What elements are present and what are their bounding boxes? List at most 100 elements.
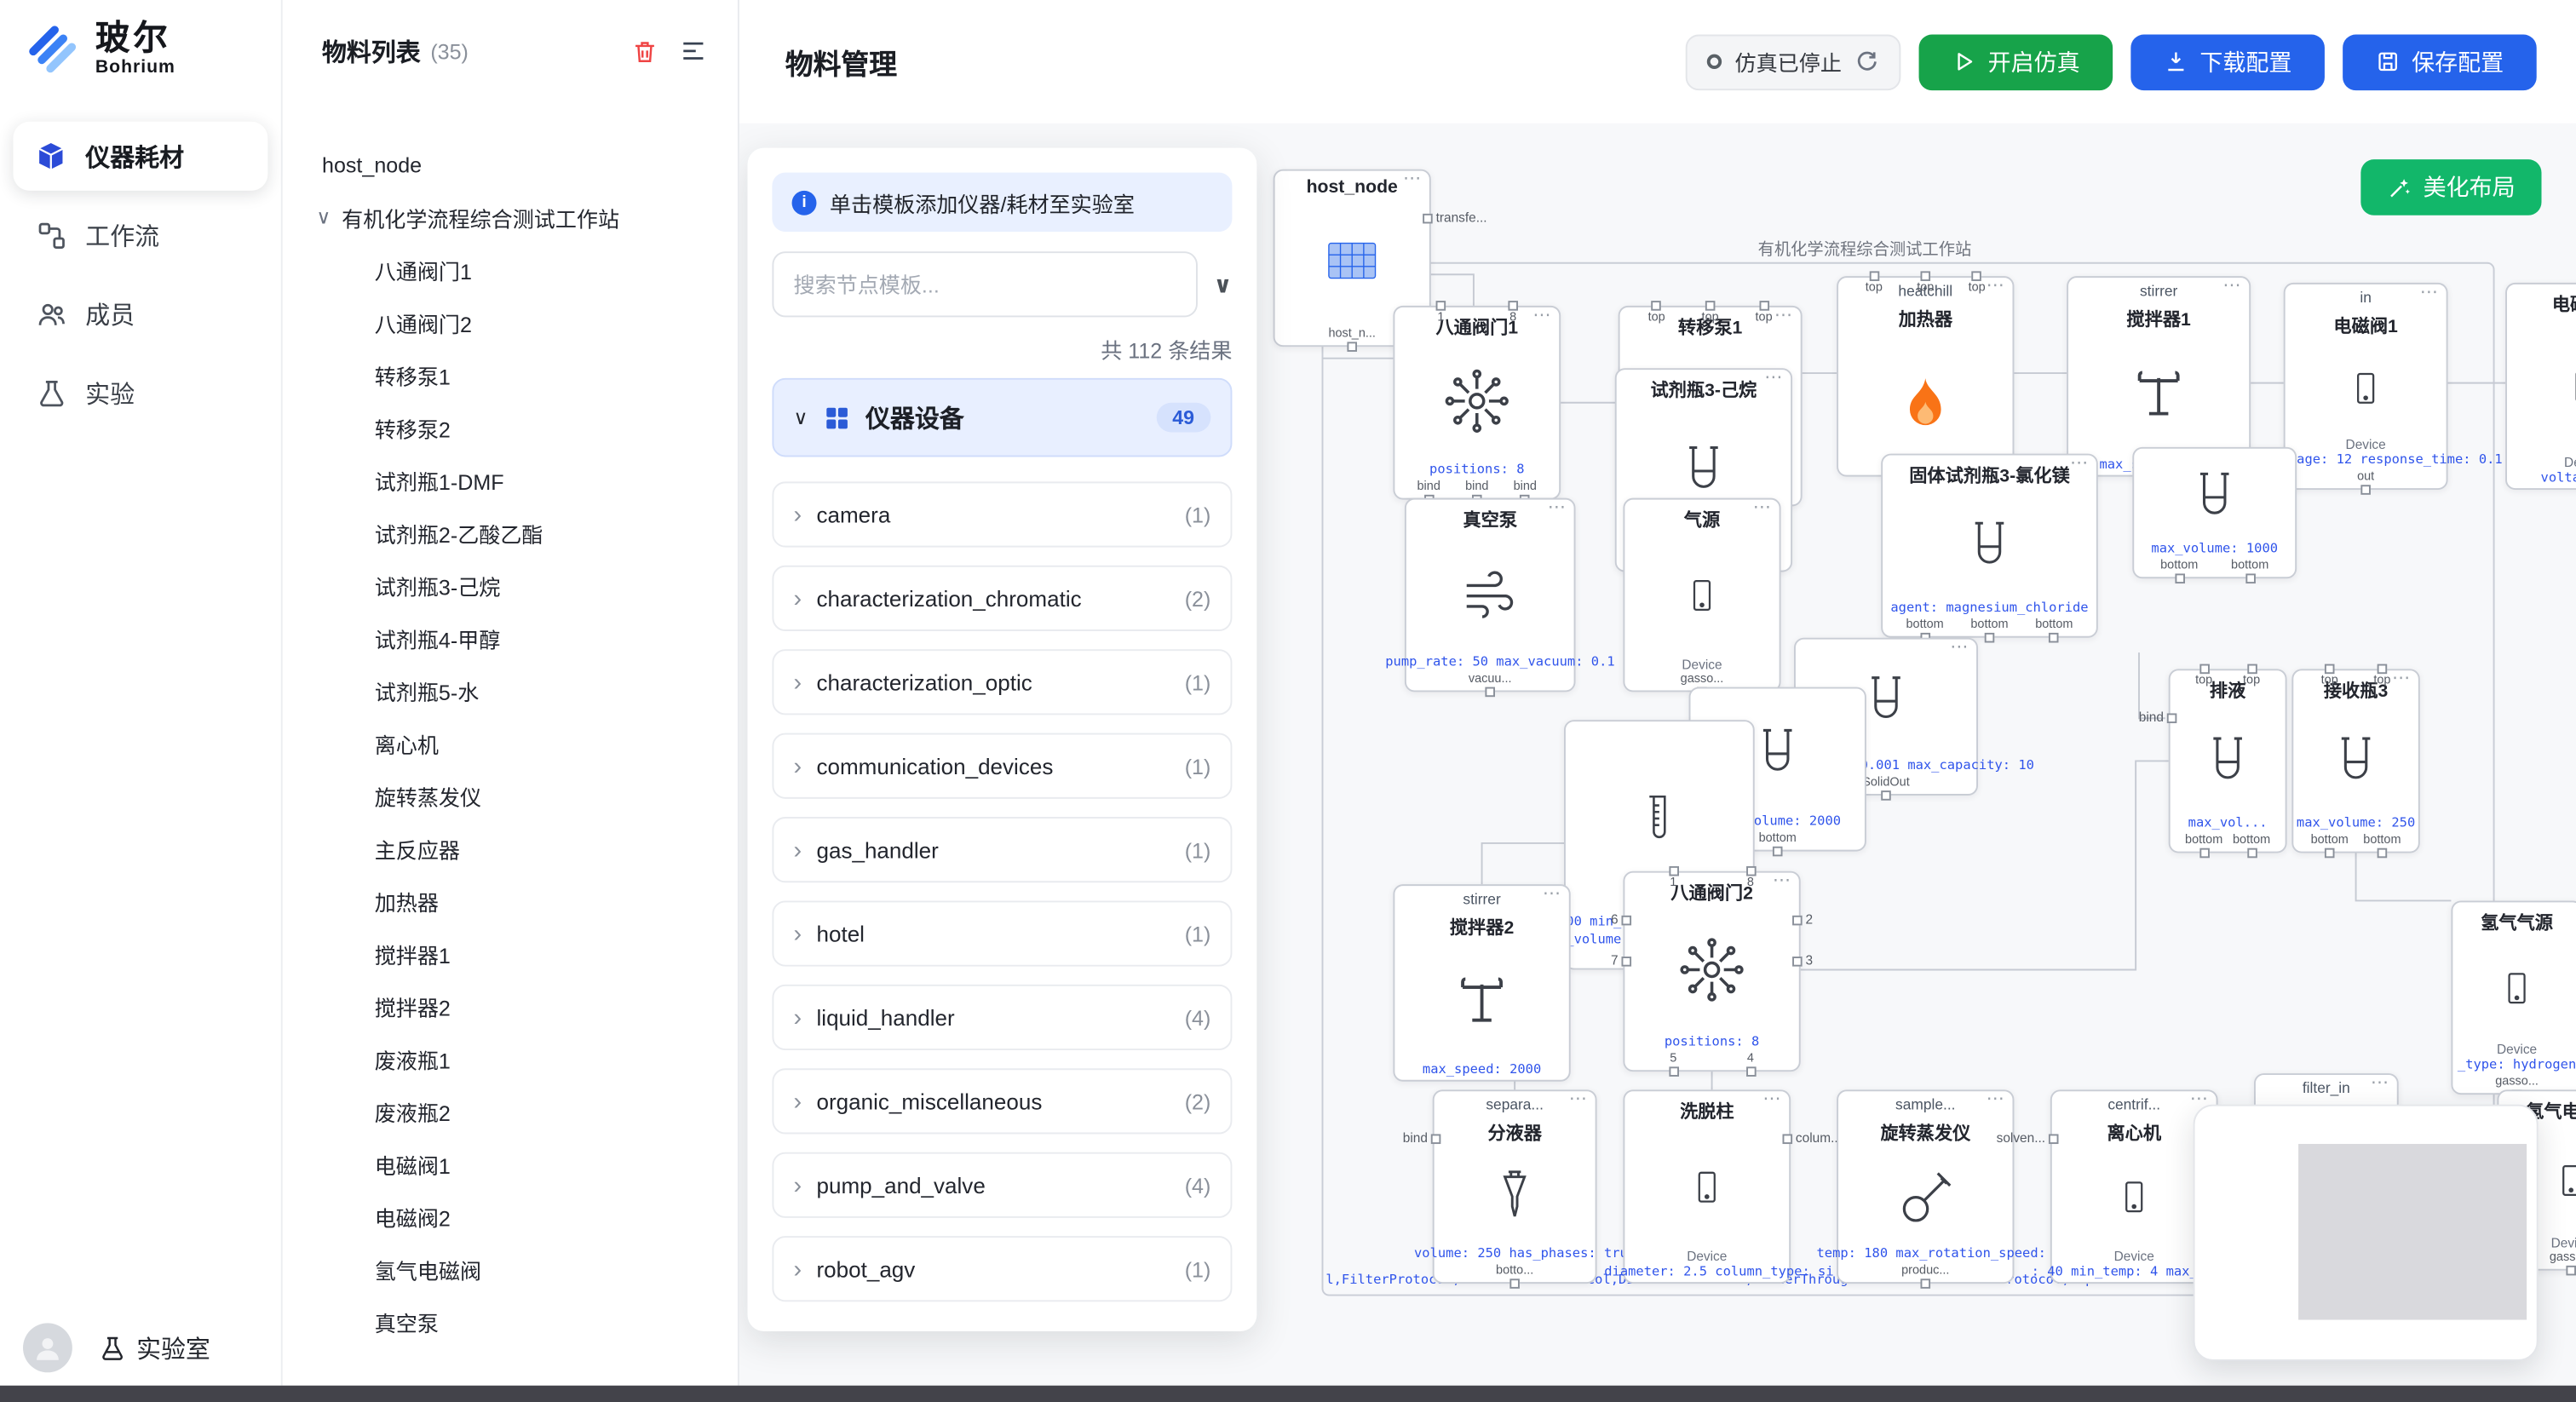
node-more-icon[interactable]: ⋯ [2069,453,2089,474]
beautify-layout-button[interactable]: 美化布局 [2360,159,2542,215]
port-top[interactable]: top [1756,301,1773,325]
port-botto...[interactable]: botto... [1496,1263,1533,1289]
node-more-icon[interactable]: ⋯ [2222,276,2241,296]
node-more-icon[interactable]: ⋯ [1950,637,1969,658]
port-bottom[interactable]: bottom [2363,833,2401,859]
template-group-row[interactable]: ›pump_and_valve(4) [772,1152,1233,1218]
tree-item[interactable]: 旋转蒸发仪 [283,769,738,822]
port-top[interactable]: top [2321,664,2338,688]
port-produc...[interactable]: produc... [1901,1263,1949,1289]
port-7[interactable]: 7 [1611,953,1632,968]
node-more-icon[interactable]: ⋯ [1547,497,1566,518]
template-group-row[interactable]: ›gas_handler(1) [772,817,1233,883]
tree-item[interactable]: 试剂瓶4-甲醇 [283,612,738,664]
port-top[interactable]: top [2195,664,2212,688]
tree-item[interactable]: 试剂瓶2-乙酸乙酯 [283,506,738,559]
node-more-icon[interactable]: ⋯ [1986,1089,2004,1110]
node-more-icon[interactable]: ⋯ [1762,1089,1781,1110]
category-instruments[interactable]: ∨ 仪器设备 49 [772,377,1233,457]
port-SolidOut[interactable]: SolidOut [1862,775,1910,801]
port-bind[interactable]: bind [2139,710,2177,725]
port-8[interactable]: 8 [1745,865,1756,890]
node-more-icon[interactable]: ⋯ [1568,1089,1587,1110]
sidebar-item-members[interactable]: 成员 [13,279,267,348]
port-bottom[interactable]: bottom [2185,833,2222,859]
port-top[interactable]: top [2243,664,2260,688]
tree-item[interactable]: ∨有机化学流程综合测试工作站 [283,191,738,244]
template-search-input[interactable] [772,251,1198,318]
node-more-icon[interactable]: ⋯ [1774,305,1793,326]
node-more-icon[interactable]: ⋯ [1532,305,1551,326]
port-8[interactable]: 8 [1508,301,1518,325]
canvas-node-solenoid-2[interactable]: 电磁阀2Devicevoltage: 12 [2505,282,2576,491]
port-vacuu...[interactable]: vacuu... [1469,672,1512,698]
port-bottom[interactable]: bottom [2231,559,2268,584]
laboratory-link[interactable]: 实验室 [99,1330,210,1365]
port-top[interactable]: top [1969,271,1986,295]
tree-item[interactable]: host_node [283,138,738,191]
template-group-row[interactable]: ›characterization_chromatic(2) [772,565,1233,631]
tree-item[interactable]: 电磁阀1 [283,1137,738,1190]
canvas-node-stirrer-1[interactable]: ⋯stirrer搅拌器1max_speed: 2000 [2067,276,2251,477]
port-4[interactable]: 4 [1745,1051,1756,1077]
download-config-button[interactable]: 下载配置 [2130,33,2325,90]
tree-item[interactable]: 真空泵 [283,1296,738,1348]
delete-trash-icon[interactable] [626,33,662,69]
template-group-row[interactable]: ›characterization_optic(1) [772,649,1233,715]
template-group-row[interactable]: ›hotel(1) [772,900,1233,967]
port-6[interactable]: 6 [1611,912,1632,927]
sidebar-item-workflow[interactable]: 工作流 [13,200,267,269]
tree-item[interactable]: 转移泵1 [283,348,738,401]
tree-item[interactable]: 搅拌器2 [283,980,738,1032]
list-layout-icon[interactable] [676,33,711,69]
port-bottom[interactable]: bottom [2160,559,2198,584]
tree-item[interactable]: 试剂瓶1-DMF [283,454,738,507]
tree-item[interactable]: 加热器 [283,875,738,928]
tree-item[interactable]: 氢气电磁阀 [283,1243,738,1296]
port-gasso...[interactable]: gasso... [2550,1250,2576,1276]
refresh-icon[interactable] [1854,49,1879,74]
port-top[interactable]: top [2373,664,2390,688]
node-more-icon[interactable]: ⋯ [2189,1089,2208,1110]
template-group-row[interactable]: ›organic_miscellaneous(2) [772,1068,1233,1135]
port-3[interactable]: 3 [1792,953,1813,968]
minimap-viewport[interactable] [2298,1144,2527,1320]
tree-item[interactable]: 八通阀门1 [283,244,738,296]
tree-item[interactable]: 废液瓶1 [283,1032,738,1085]
node-more-icon[interactable]: ⋯ [1772,871,1791,891]
port-bottom[interactable]: bottom [1970,618,2009,643]
port-top[interactable]: top [1702,301,1719,325]
port-1[interactable]: 1 [1668,865,1679,890]
flow-canvas[interactable]: 有机化学流程综合测试工作站 l,FilterProtocol,CleanVess… [739,123,2576,1386]
tree-item[interactable]: 离心机 [283,716,738,769]
tree-item[interactable]: 废液瓶2 [283,1085,738,1138]
minimap[interactable] [2193,1104,2539,1361]
start-simulation-button[interactable]: 开启仿真 [1918,33,2113,90]
port-top[interactable]: top [1917,271,1934,295]
tree-item[interactable]: 转移泵2 [283,401,738,454]
port-2[interactable]: 2 [1792,912,1813,927]
port-bottom[interactable]: bottom [1759,831,1797,857]
node-more-icon[interactable]: ⋯ [1986,276,2004,296]
tree-item[interactable]: 搅拌器1 [283,927,738,980]
node-more-icon[interactable]: ⋯ [1542,884,1561,905]
tree-item[interactable]: 主反应器 [283,822,738,875]
port-transfe...[interactable]: transfe... [1423,210,1487,225]
port-colum...[interactable]: colum... [1782,1131,1842,1146]
port-bind[interactable]: bind [1403,1131,1441,1146]
template-group-row[interactable]: ›robot_agv(1) [772,1236,1233,1302]
